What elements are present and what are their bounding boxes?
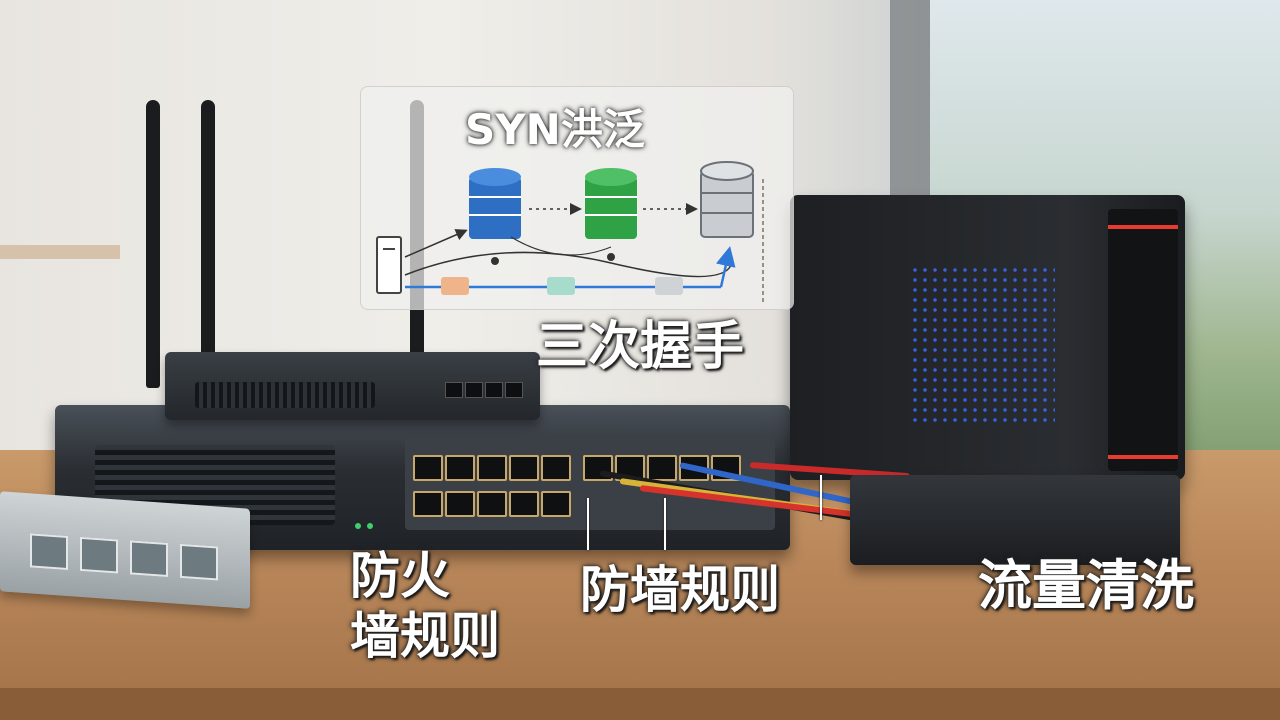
scrubbing-appliance <box>850 475 1180 565</box>
background-shelf <box>0 245 120 259</box>
label-pointer-line <box>664 498 666 550</box>
ethernet-port <box>477 491 507 517</box>
diagram-svg <box>376 161 764 303</box>
packet-icon <box>655 277 683 295</box>
router-port <box>465 382 483 398</box>
ethernet-port <box>445 491 475 517</box>
packet-icon <box>441 277 469 295</box>
ethernet-port <box>445 455 475 481</box>
ethernet-port <box>413 455 443 481</box>
handshake-label: 三次握手 <box>536 317 745 377</box>
ethernet-port <box>509 455 539 481</box>
nic-port <box>80 536 118 574</box>
router-antenna <box>201 100 215 358</box>
wall-rules-label: 防墙规则 <box>580 561 780 619</box>
ethernet-port <box>509 491 539 517</box>
ethernet-port <box>541 491 571 517</box>
network-card <box>0 491 250 609</box>
traffic-scrubbing-label: 流量清洗 <box>978 554 1194 617</box>
database-icon <box>700 161 754 238</box>
blue-led-grille <box>910 265 1055 425</box>
ethernet-port <box>647 455 677 481</box>
ethernet-port <box>413 491 443 517</box>
red-accent-strip <box>1108 225 1178 229</box>
nic-port <box>30 533 68 571</box>
router-port <box>485 382 503 398</box>
table-edge <box>0 688 1280 720</box>
label-pointer-line <box>820 475 822 520</box>
red-accent-strip <box>1108 455 1178 459</box>
ethernet-port <box>541 455 571 481</box>
packet-icon <box>547 277 575 295</box>
router-port <box>505 382 523 398</box>
nic-port <box>180 543 218 581</box>
nic-port <box>130 540 168 578</box>
database-icon <box>469 168 521 239</box>
client-terminal-icon <box>376 236 402 294</box>
router-port <box>445 382 463 398</box>
database-icon <box>585 168 637 239</box>
syn-flood-diagram <box>360 86 794 310</box>
wifi-router <box>165 352 540 420</box>
router-vent <box>195 382 375 408</box>
firewall-rules-label-line2: 墙规则 <box>350 607 500 665</box>
server-front-panel <box>1108 209 1178 471</box>
status-led <box>367 523 373 529</box>
firewall-rules-label-line1: 防火 <box>350 547 450 605</box>
server-tower <box>790 195 1185 480</box>
router-antenna <box>146 100 160 388</box>
diagram-title: SYN洪泛 <box>465 105 645 154</box>
ethernet-port <box>477 455 507 481</box>
switch-port-panel <box>405 435 775 530</box>
status-led <box>355 523 361 529</box>
label-pointer-line <box>587 498 589 550</box>
